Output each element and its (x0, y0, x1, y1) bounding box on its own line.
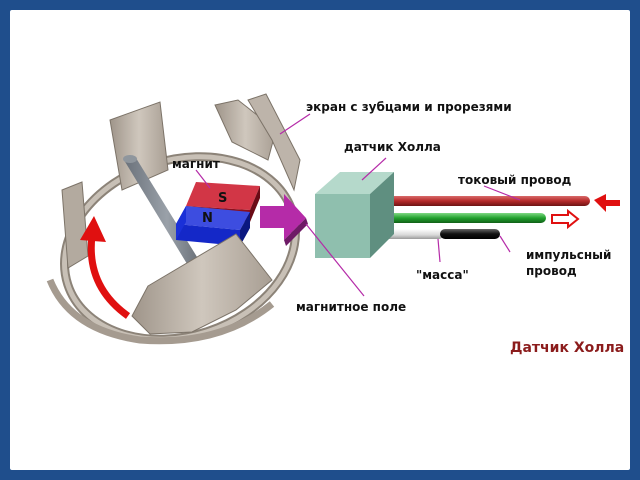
magnet-north-label: N (202, 211, 213, 226)
hall-sensor-label: датчик Холла (344, 140, 441, 154)
diagram-title: Датчик Холла (510, 340, 625, 356)
magnet-label: магнит (172, 157, 220, 171)
pulse-wire-label-2: провод (526, 264, 577, 278)
wires (384, 196, 590, 239)
leader-lines (195, 113, 521, 297)
rotation-arrow (80, 216, 131, 319)
magnet-south-label: S (218, 191, 227, 206)
pulse-wire-label-1: импульсный (526, 248, 612, 262)
diagram-canvas: S N экран с зубцами и прорезями датчик Х… (10, 10, 630, 470)
magnet (176, 182, 260, 246)
pulse-out-arrow (551, 208, 580, 230)
magnetic-field-arrow (260, 194, 308, 246)
hall-sensor-cube (315, 172, 394, 258)
hall-sensor-diagram: S N (46, 93, 620, 345)
screen-front-band (46, 278, 275, 345)
magnetic-field-label: магнитное поле (296, 300, 407, 314)
toothed-screen (60, 93, 301, 344)
rotating-shaft (123, 155, 210, 282)
ground-label: "масса" (416, 268, 469, 282)
screen-front-tooth (131, 233, 273, 335)
current-in-arrow (594, 194, 620, 212)
current-wire-label: токовый провод (458, 173, 572, 187)
screen-label: экран с зубцами и прорезями (306, 100, 512, 114)
